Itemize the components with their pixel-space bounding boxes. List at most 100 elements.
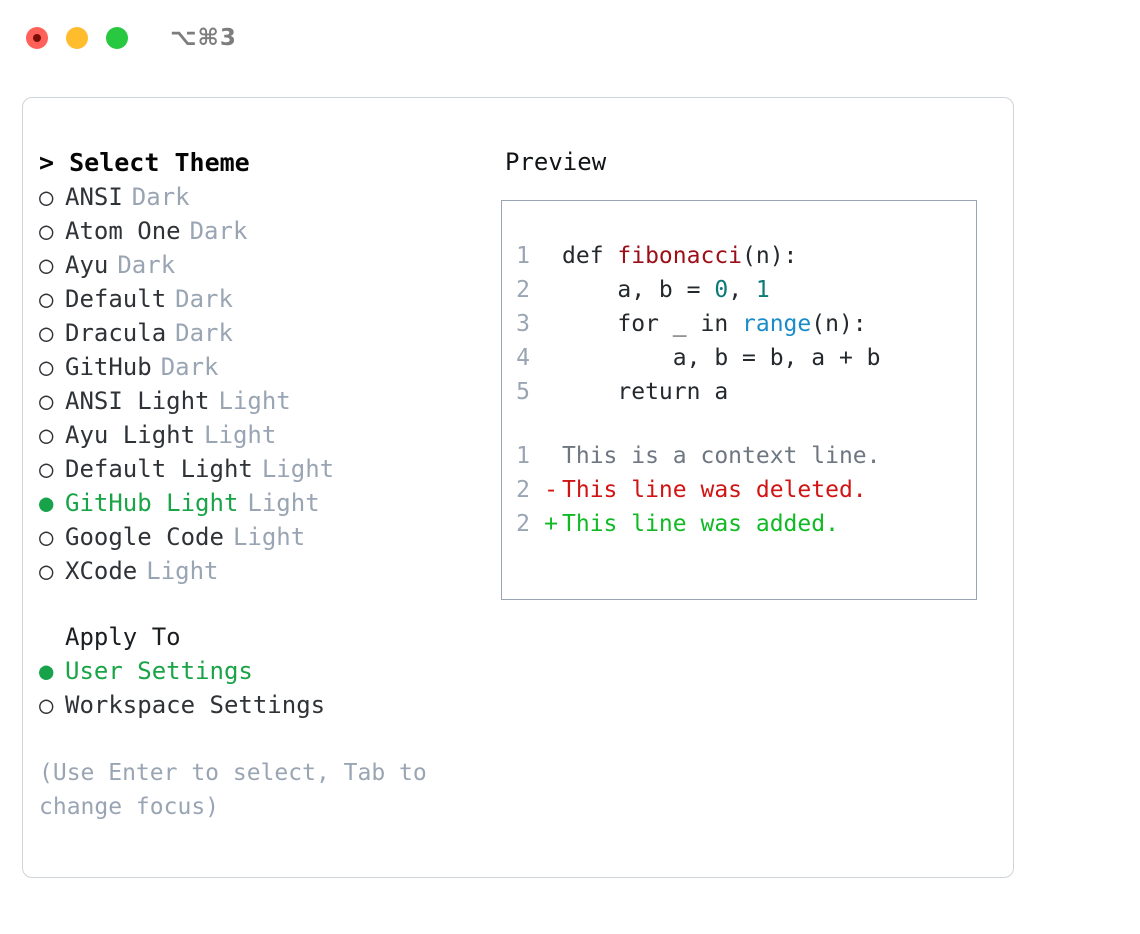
code-line-text: a, b = b, a + b <box>562 341 881 375</box>
theme-option-variant: Dark <box>117 251 176 279</box>
theme-option-ayu[interactable]: ○ Ayu Dark <box>39 248 493 282</box>
theme-option-dracula[interactable]: ○ Dracula Dark <box>39 316 493 350</box>
code-token-plain: for _ in <box>617 311 743 337</box>
code-token-num: 0 <box>714 277 729 303</box>
diff-line-marker: - <box>544 477 558 503</box>
code-line: 3 for _ in range(n): <box>502 307 976 341</box>
radio-unselected-icon: ○ <box>39 251 54 279</box>
diff-line-text: This is a context line. <box>562 443 881 469</box>
diff-line-add: 2 +This line was added. <box>502 507 976 541</box>
theme-option-google-code[interactable]: ○ Google Code Light <box>39 520 493 554</box>
code-token-plain: return a <box>617 379 729 405</box>
diff-line-del: 2-This line was deleted. <box>502 473 976 507</box>
theme-option-label: GitHub <box>65 353 152 381</box>
theme-option-label: Default Light <box>65 455 253 483</box>
radio-selected-icon: ● <box>39 657 54 685</box>
code-line: 5 return a <box>502 375 976 409</box>
theme-option-variant: Light <box>218 387 291 415</box>
keyboard-hint-text: (Use Enter to select, Tab to change focu… <box>39 760 441 820</box>
code-line: 2 a, b = 0, 1 <box>502 273 976 307</box>
theme-option-variant: Dark <box>175 319 233 347</box>
apply-to-header: Apply To <box>65 623 181 651</box>
code-token-call: range <box>742 311 812 337</box>
code-line-text: def fibonacci(n): <box>562 239 797 273</box>
code-token-plain: (n): <box>742 243 798 269</box>
radio-unselected-icon: ○ <box>39 557 54 585</box>
theme-option-variant: Dark <box>131 183 190 211</box>
theme-option-variant: Dark <box>189 217 248 245</box>
traffic-lights <box>26 27 128 49</box>
theme-option-ansi-light[interactable]: ○ ANSI Light Light <box>39 384 493 418</box>
theme-option-label: Atom One <box>65 217 181 245</box>
code-token-num: 1 <box>755 277 770 303</box>
theme-option-variant: Light <box>146 557 219 585</box>
theme-option-variant: Dark <box>160 353 219 381</box>
radio-selected-icon: ● <box>39 489 54 517</box>
code-token-plain: (n): <box>811 311 867 337</box>
theme-option-atom-one[interactable]: ○ Atom One Dark <box>39 214 493 248</box>
apply-to-option-label: User Settings <box>65 657 253 685</box>
diff-line-marker: + <box>544 511 558 537</box>
radio-unselected-icon: ○ <box>39 183 54 211</box>
radio-unselected-icon: ○ <box>39 353 54 381</box>
title-bar: ⌥⌘3 <box>0 0 1140 76</box>
theme-option-ansi[interactable]: ○ ANSI Dark <box>39 180 493 214</box>
diff-line-number: 2 <box>516 511 530 537</box>
code-token-plain: def <box>562 243 618 269</box>
radio-unselected-icon: ○ <box>39 217 54 245</box>
code-line-text: return a <box>562 375 728 409</box>
theme-option-label: Dracula <box>65 319 167 347</box>
code-line: 4 a, b = b, a + b <box>502 341 976 375</box>
apply-to-option-user-settings[interactable]: ● User Settings <box>39 654 493 688</box>
theme-option-default[interactable]: ○ Default Dark <box>39 282 493 316</box>
apply-to-option-label: Workspace Settings <box>65 691 326 719</box>
theme-option-github[interactable]: ○ GitHub Dark <box>39 350 493 384</box>
code-line-number: 5 <box>516 379 530 405</box>
code-line-text: a, b = 0, 1 <box>562 273 770 307</box>
radio-unselected-icon: ○ <box>39 387 54 415</box>
minimize-window-icon[interactable] <box>66 27 88 49</box>
theme-option-label: Ayu <box>65 251 109 279</box>
radio-unselected-icon: ○ <box>39 455 54 483</box>
radio-unselected-icon: ○ <box>39 523 54 551</box>
theme-option-label: Ayu Light <box>65 421 196 449</box>
theme-option-label: GitHub Light <box>65 489 239 517</box>
radio-unselected-icon: ○ <box>39 691 54 719</box>
maximize-window-icon[interactable] <box>106 27 128 49</box>
apply-to-option-workspace-settings[interactable]: ○ Workspace Settings <box>39 688 493 722</box>
code-line-number: 3 <box>516 311 530 337</box>
theme-option-label: Default <box>65 285 167 313</box>
radio-unselected-icon: ○ <box>39 285 54 313</box>
code-line: 1 def fibonacci(n): <box>502 239 976 273</box>
theme-option-label: ANSI Light <box>65 387 210 415</box>
theme-option-variant: Light <box>232 523 306 551</box>
code-token-fn: fibonacci <box>617 243 743 269</box>
theme-option-variant: Dark <box>175 285 233 313</box>
close-window-icon[interactable] <box>26 27 48 49</box>
code-line-text: for _ in range(n): <box>562 307 867 341</box>
theme-option-variant: Light <box>204 421 277 449</box>
keyboard-shortcut-label: ⌥⌘3 <box>170 25 237 51</box>
diff-line-text: This line was added. <box>562 511 839 537</box>
code-line-number: 4 <box>516 345 530 371</box>
diff-line-text: This line was deleted. <box>562 477 867 503</box>
radio-unselected-icon: ○ <box>39 319 54 347</box>
theme-option-label: ANSI <box>65 183 123 211</box>
theme-option-label: Google Code <box>65 523 224 551</box>
apply-to-list: ● User Settings ○ Workspace Settings <box>39 654 493 722</box>
select-theme-header: > Select Theme <box>39 148 250 177</box>
diff-line-number: 2 <box>516 477 530 503</box>
code-token-plain: a, b = b, a + b <box>672 345 881 371</box>
code-token-plain: , <box>728 277 756 303</box>
code-line-number: 1 <box>516 243 530 269</box>
